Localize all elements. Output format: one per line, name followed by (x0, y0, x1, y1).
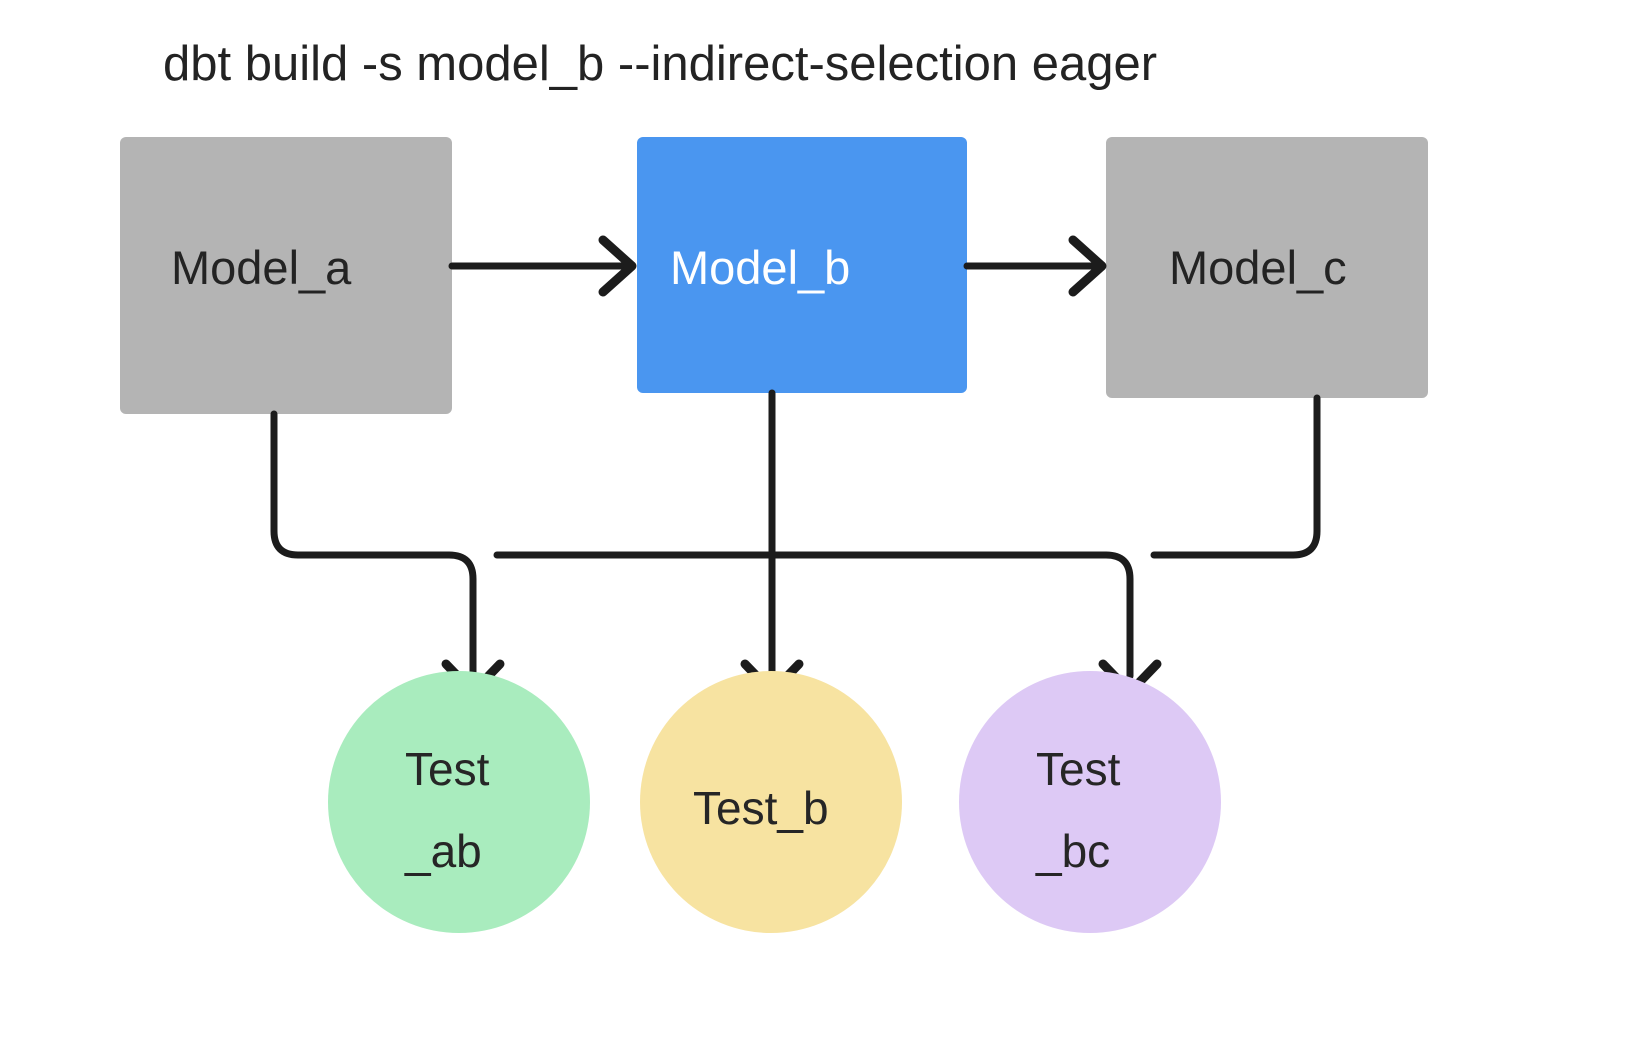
edge-model_a-to-model_b (448, 235, 637, 297)
model_a-box[interactable] (120, 137, 452, 414)
test_bc-label-line2: _bc (1035, 825, 1110, 877)
edge-model_c-to-test_bc-line (1150, 394, 1321, 559)
edge-model_b-to-model_c-arrow-icon (1068, 235, 1107, 297)
model-node-model_c[interactable]: Model_c (1106, 137, 1428, 398)
page-title: dbt build -s model_b --indirect-selectio… (163, 37, 1157, 91)
test_bc-label-line1: Test (1036, 743, 1121, 795)
test_b-label-line1: Test_b (693, 782, 829, 834)
test_ab-label-line1: Test (405, 743, 490, 795)
edge-model_a-to-model_b-arrow-icon (598, 235, 637, 297)
test_ab-label-line2: _ab (404, 825, 482, 877)
model_b-label: Model_b (670, 241, 850, 294)
model_c-label: Model_c (1169, 241, 1347, 294)
test_ab-circle[interactable] (328, 671, 590, 933)
model_a-label: Model_a (171, 241, 352, 294)
edge-model_b-to-model_c (963, 235, 1107, 297)
edge-model_c-to-test_bc (1150, 394, 1321, 559)
edge-model_b-to-test_b (740, 389, 804, 697)
edge-model_a-to-test_ab-line (270, 410, 477, 680)
test-node-test_ab[interactable]: Test _ab (328, 671, 590, 933)
test-node-test_bc[interactable]: Test _bc (959, 671, 1221, 933)
model_b-box[interactable] (637, 137, 967, 393)
test_bc-circle[interactable] (959, 671, 1221, 933)
model-node-model_b[interactable]: Model_b (637, 137, 967, 393)
test_b-circle[interactable] (640, 671, 902, 933)
edge-model_b-to-test_bc-line (768, 551, 1134, 680)
model-node-model_a[interactable]: Model_a (120, 137, 452, 414)
test-node-test_b[interactable]: Test_b (640, 671, 902, 933)
edge-model_a-to-test_ab (270, 410, 505, 697)
model_c-box[interactable] (1106, 137, 1428, 398)
